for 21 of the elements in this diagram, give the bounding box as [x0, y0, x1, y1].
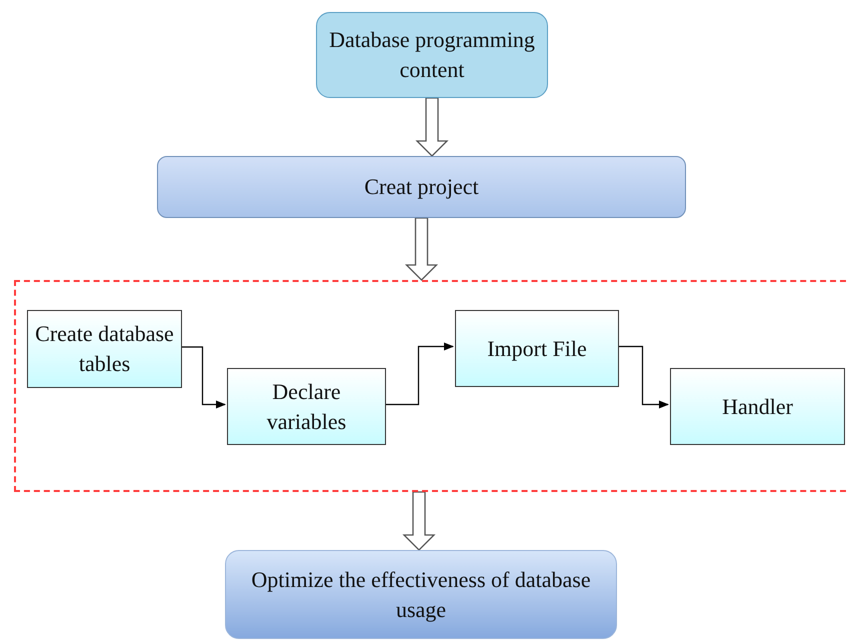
- box-label: Declare variables: [266, 378, 348, 436]
- process-box: [157, 156, 686, 218]
- process-box: [227, 368, 386, 445]
- block-arrow: [402, 491, 436, 551]
- box-label: Handler: [721, 392, 794, 420]
- dashed-group-box: [14, 280, 846, 492]
- block-arrow: [415, 97, 449, 157]
- connector-arrow: [617, 346, 669, 408]
- box-label: Import File: [486, 334, 588, 363]
- box-label: Creat project: [363, 173, 480, 201]
- process-box: [670, 368, 845, 445]
- box-label: Optimize the effectiveness of database usage: [250, 566, 592, 624]
- process-box: [455, 310, 619, 387]
- connector-arrow: [384, 342, 454, 406]
- box-label: Database programming content: [328, 26, 536, 84]
- process-box: [27, 310, 182, 388]
- box-label: Create database tables: [34, 320, 175, 378]
- process-box: [316, 12, 548, 98]
- block-arrow: [404, 217, 438, 281]
- process-box: [225, 550, 617, 639]
- connector-arrow: [180, 346, 226, 408]
